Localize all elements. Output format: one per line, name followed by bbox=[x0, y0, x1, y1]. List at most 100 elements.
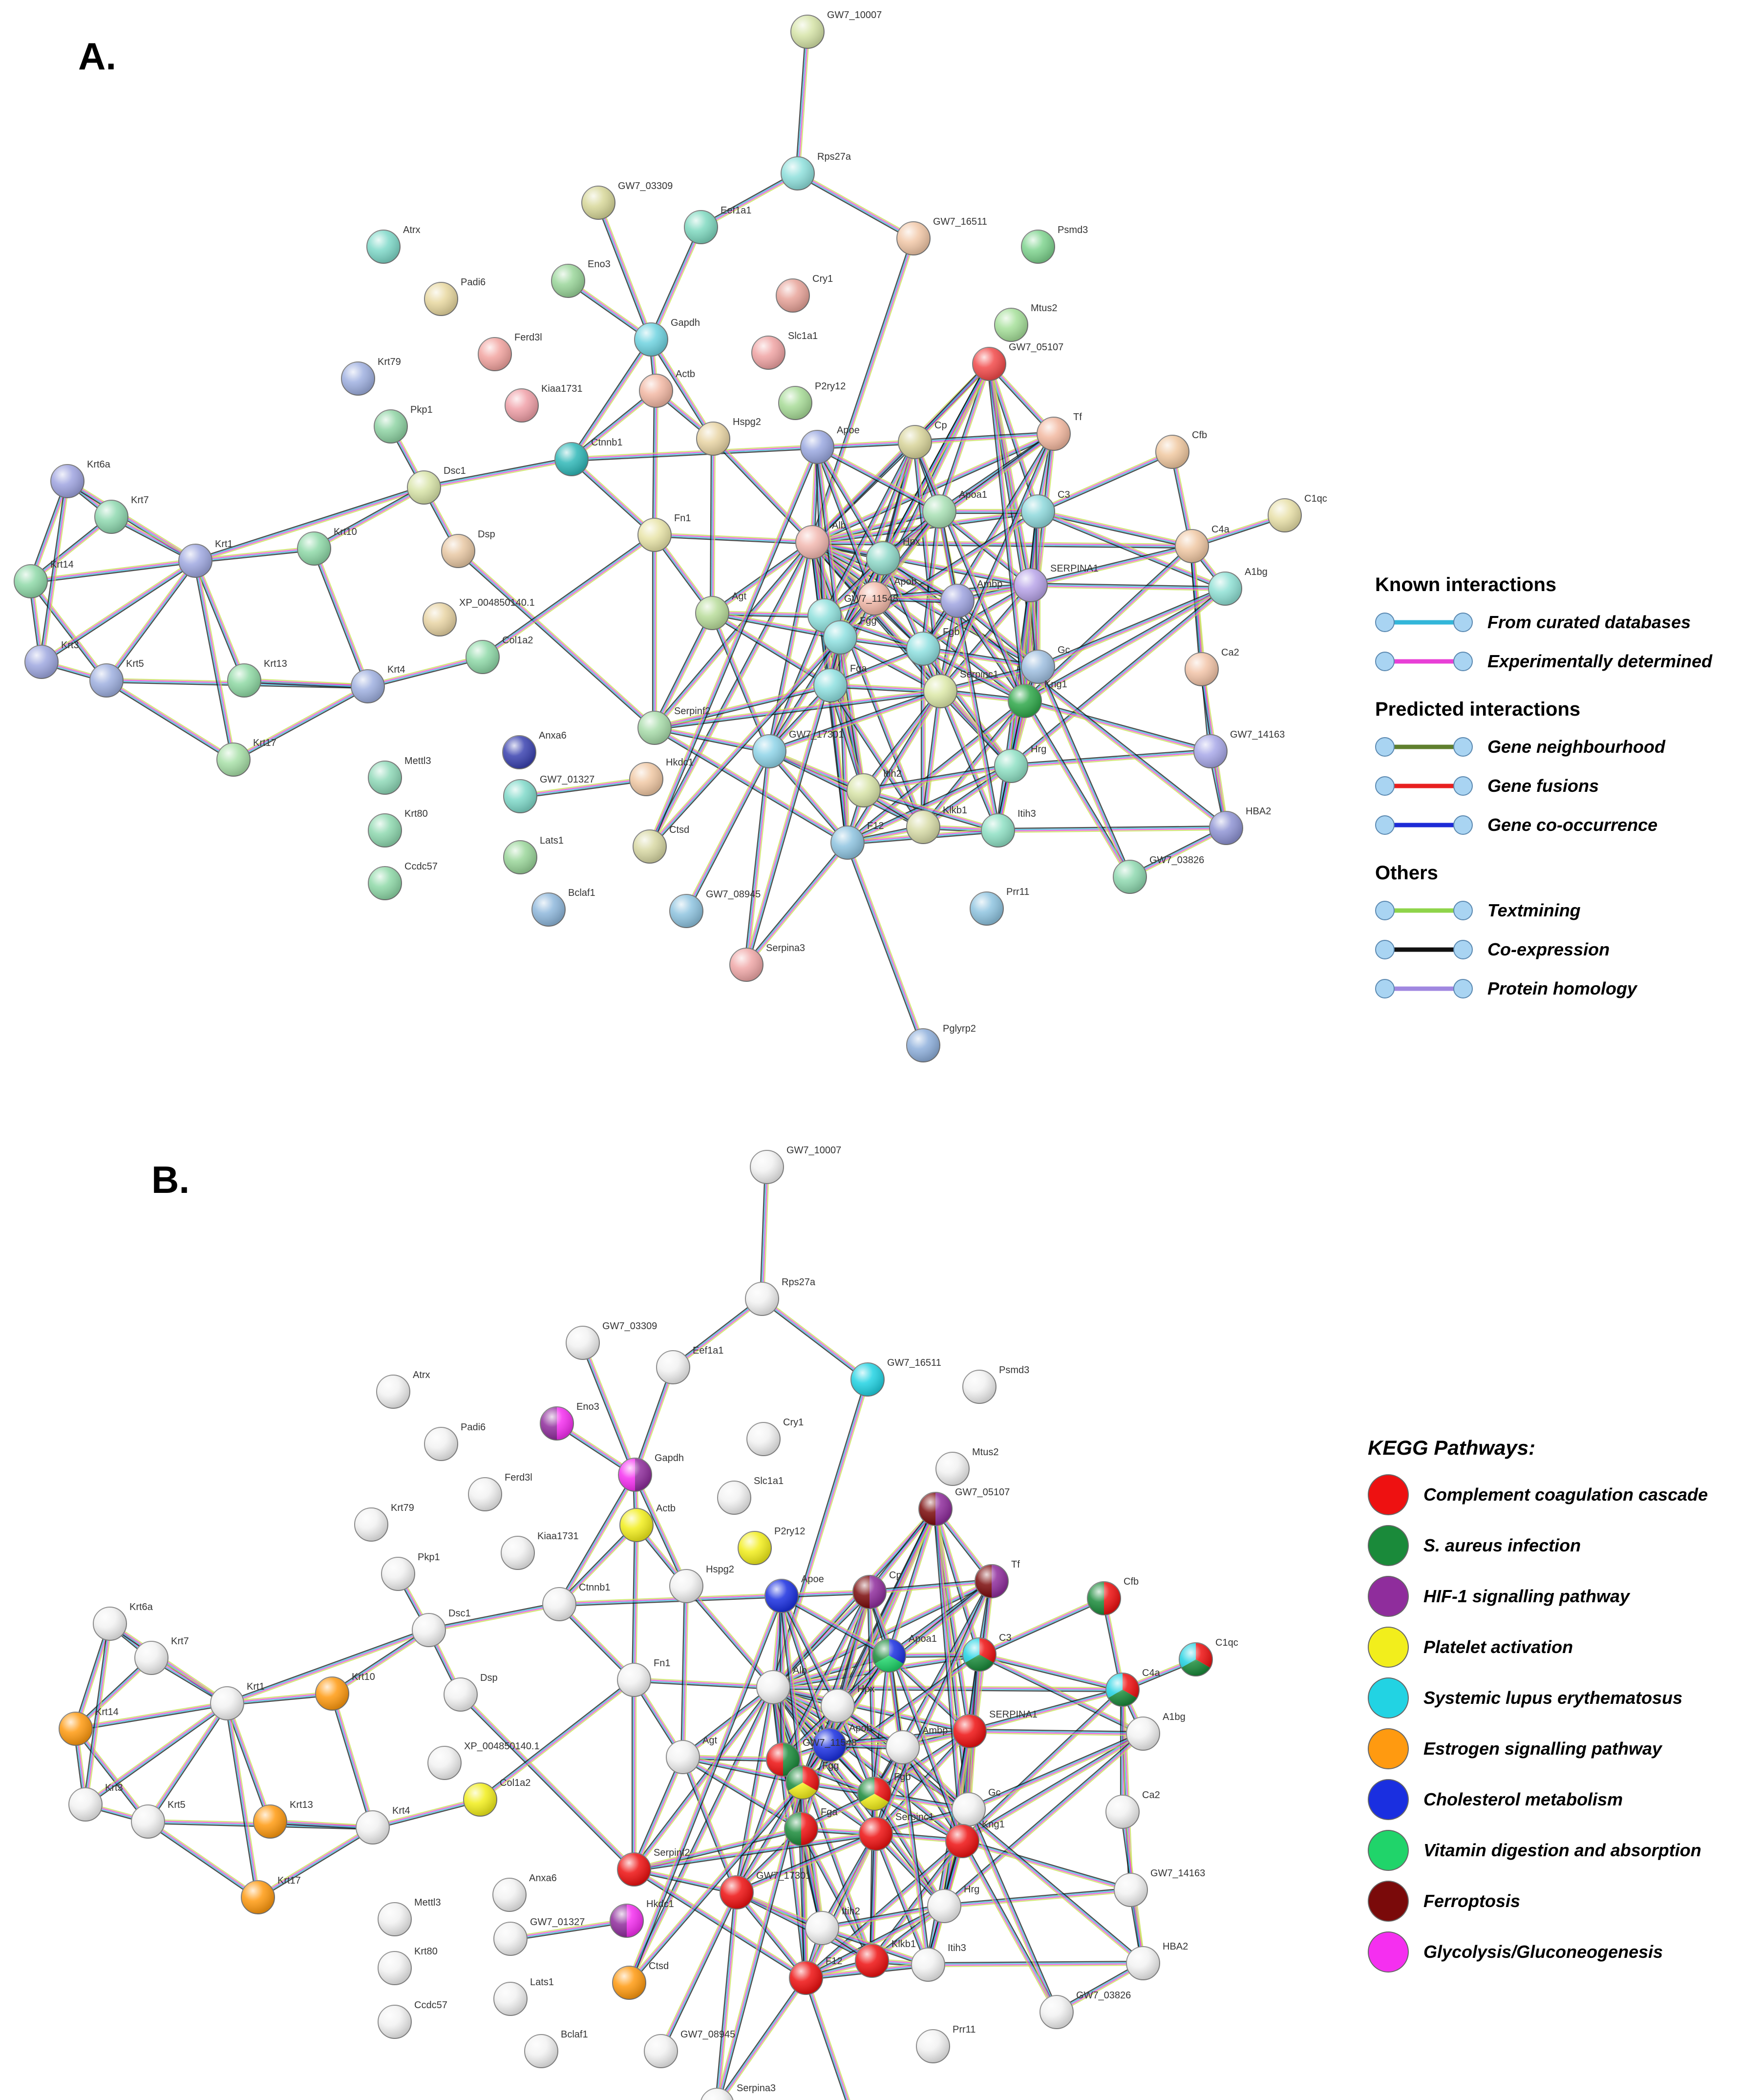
protein-node[interactable]: Dsp bbox=[444, 1673, 498, 1712]
protein-node[interactable]: Padi6 bbox=[424, 277, 486, 316]
protein-node[interactable]: F12 bbox=[789, 1956, 842, 1995]
protein-node[interactable]: Krt13 bbox=[227, 658, 287, 698]
protein-node[interactable]: GW7_14163 bbox=[1193, 729, 1285, 768]
protein-node[interactable]: Hkdc1 bbox=[629, 757, 694, 796]
protein-node[interactable]: Agt bbox=[666, 1735, 717, 1774]
protein-node[interactable]: Krt14 bbox=[59, 1707, 119, 1746]
protein-node[interactable]: Apoa1 bbox=[872, 1633, 937, 1673]
protein-node[interactable]: Apoe bbox=[764, 1574, 824, 1613]
protein-node[interactable]: Slc1a1 bbox=[751, 331, 818, 370]
protein-node[interactable]: Cp bbox=[852, 1570, 902, 1609]
protein-node[interactable]: Mtus2 bbox=[935, 1447, 998, 1486]
protein-node[interactable]: Pkp1 bbox=[381, 1552, 440, 1591]
protein-node[interactable]: Krt3 bbox=[24, 640, 79, 679]
protein-node[interactable]: A1bg bbox=[1208, 567, 1268, 606]
protein-node[interactable]: Anxa6 bbox=[502, 730, 567, 769]
protein-node[interactable]: Pkp1 bbox=[374, 404, 433, 444]
protein-node[interactable]: Apoa1 bbox=[922, 489, 987, 529]
protein-node[interactable]: SERPINA1 bbox=[1014, 563, 1099, 602]
protein-node[interactable]: Ctsd bbox=[612, 1961, 669, 2000]
protein-node[interactable]: C3 bbox=[1021, 489, 1070, 529]
protein-node[interactable]: Krt6a bbox=[93, 1602, 153, 1641]
protein-node[interactable]: Krt10 bbox=[315, 1672, 375, 1711]
protein-node[interactable]: Ccdc57 bbox=[368, 861, 438, 900]
protein-node[interactable]: Fgb bbox=[857, 1772, 911, 1811]
protein-node[interactable]: Prr11 bbox=[916, 2024, 976, 2063]
protein-node[interactable]: Ca2 bbox=[1105, 1790, 1160, 1829]
protein-node[interactable]: GW7_16511 bbox=[850, 1358, 941, 1397]
protein-node[interactable]: Cfb bbox=[1155, 430, 1207, 469]
protein-node[interactable]: Padi6 bbox=[424, 1422, 486, 1461]
protein-node[interactable]: Alb bbox=[756, 1665, 807, 1704]
protein-node[interactable]: Tf bbox=[1037, 412, 1082, 451]
protein-node[interactable]: Krt17 bbox=[216, 738, 276, 777]
protein-node[interactable]: P2ry12 bbox=[778, 381, 846, 420]
protein-node[interactable]: GW7_08945 bbox=[669, 889, 761, 928]
protein-node[interactable]: HBA2 bbox=[1209, 806, 1271, 845]
protein-node[interactable]: F12 bbox=[830, 821, 884, 860]
protein-node[interactable]: Krt5 bbox=[131, 1800, 186, 1839]
protein-node[interactable]: Apoe bbox=[800, 425, 860, 464]
protein-node[interactable]: Dsp bbox=[441, 529, 495, 568]
protein-node[interactable]: SERPINA1 bbox=[953, 1709, 1038, 1748]
protein-node[interactable]: Atrx bbox=[366, 225, 421, 264]
protein-node[interactable]: GW7_05107 bbox=[918, 1487, 1010, 1526]
protein-node[interactable]: Ferd3l bbox=[468, 1472, 532, 1511]
protein-node[interactable]: C1qc bbox=[1268, 493, 1327, 532]
protein-node[interactable]: Gapdh bbox=[634, 318, 700, 357]
protein-node[interactable]: Ctsd bbox=[633, 825, 689, 864]
protein-node[interactable]: Pglyrp2 bbox=[906, 1023, 976, 1062]
protein-node[interactable]: Serpina3 bbox=[729, 943, 805, 982]
protein-node[interactable]: Krt79 bbox=[341, 357, 401, 396]
protein-node[interactable]: Krt80 bbox=[378, 1946, 438, 1985]
protein-node[interactable]: GW7_01327 bbox=[503, 774, 594, 813]
protein-node[interactable]: Kng1 bbox=[1008, 679, 1067, 718]
protein-node[interactable]: Krt3 bbox=[68, 1782, 123, 1822]
protein-node[interactable]: Psmd3 bbox=[962, 1365, 1029, 1404]
protein-node[interactable]: Itih3 bbox=[911, 1943, 966, 1982]
protein-node[interactable]: Mettl3 bbox=[378, 1897, 441, 1936]
protein-node[interactable]: GW7_16511 bbox=[896, 216, 987, 255]
protein-node[interactable]: Rps27a bbox=[745, 1277, 816, 1316]
protein-node[interactable]: Psmd3 bbox=[1021, 225, 1088, 264]
protein-node[interactable]: Prr11 bbox=[970, 887, 1029, 926]
protein-node[interactable]: Eef1a1 bbox=[684, 205, 751, 244]
protein-node[interactable]: Hspg2 bbox=[696, 417, 761, 456]
protein-node[interactable]: Hspg2 bbox=[669, 1564, 734, 1603]
protein-node[interactable]: C4a bbox=[1175, 524, 1230, 563]
protein-node[interactable]: Dsc1 bbox=[412, 1608, 471, 1647]
protein-node[interactable]: Cry1 bbox=[746, 1417, 804, 1456]
protein-node[interactable]: Itih2 bbox=[847, 768, 902, 807]
protein-node[interactable]: Rps27a bbox=[781, 151, 851, 191]
protein-node[interactable]: Fn1 bbox=[637, 513, 691, 552]
protein-node[interactable]: Lats1 bbox=[493, 1977, 554, 2016]
protein-node[interactable]: Bclaf1 bbox=[524, 2029, 588, 2068]
protein-node[interactable]: Serpinc1 bbox=[859, 1812, 934, 1851]
protein-node[interactable]: Ccdc57 bbox=[378, 2000, 447, 2039]
protein-node[interactable]: Actb bbox=[619, 1503, 676, 1542]
protein-node[interactable]: Krt5 bbox=[89, 658, 144, 698]
protein-node[interactable]: Itih3 bbox=[981, 808, 1036, 848]
protein-node[interactable]: Bclaf1 bbox=[531, 888, 595, 927]
protein-node[interactable]: XP_004850140.1 bbox=[423, 597, 535, 636]
protein-node[interactable]: Fga bbox=[784, 1807, 838, 1846]
protein-node[interactable]: Gc bbox=[952, 1787, 1001, 1826]
protein-node[interactable]: GW7_17301 bbox=[720, 1870, 811, 1909]
protein-node[interactable]: GW7_17301 bbox=[752, 729, 844, 768]
protein-node[interactable]: GW7_05107 bbox=[972, 342, 1063, 381]
protein-node[interactable]: C3 bbox=[962, 1633, 1012, 1672]
protein-node[interactable]: Serpinf2 bbox=[617, 1847, 690, 1887]
protein-node[interactable]: Tf bbox=[975, 1559, 1020, 1598]
protein-node[interactable]: Cp bbox=[898, 420, 947, 459]
protein-node[interactable]: Krt14 bbox=[14, 559, 74, 598]
protein-node[interactable]: Col1a2 bbox=[463, 1778, 530, 1817]
protein-node[interactable]: Krt13 bbox=[253, 1800, 313, 1839]
protein-node[interactable]: GW7_14163 bbox=[1114, 1868, 1205, 1907]
protein-node[interactable]: XP_004850140.1 bbox=[427, 1741, 540, 1780]
protein-node[interactable]: Kiaa1731 bbox=[501, 1531, 579, 1570]
protein-node[interactable]: Ambp bbox=[886, 1725, 948, 1764]
protein-node[interactable]: Ambp bbox=[940, 579, 1002, 618]
protein-node[interactable]: Krt80 bbox=[368, 808, 428, 848]
protein-node[interactable]: GW7_03826 bbox=[1040, 1990, 1131, 2029]
protein-node[interactable]: Fgg bbox=[823, 615, 876, 655]
